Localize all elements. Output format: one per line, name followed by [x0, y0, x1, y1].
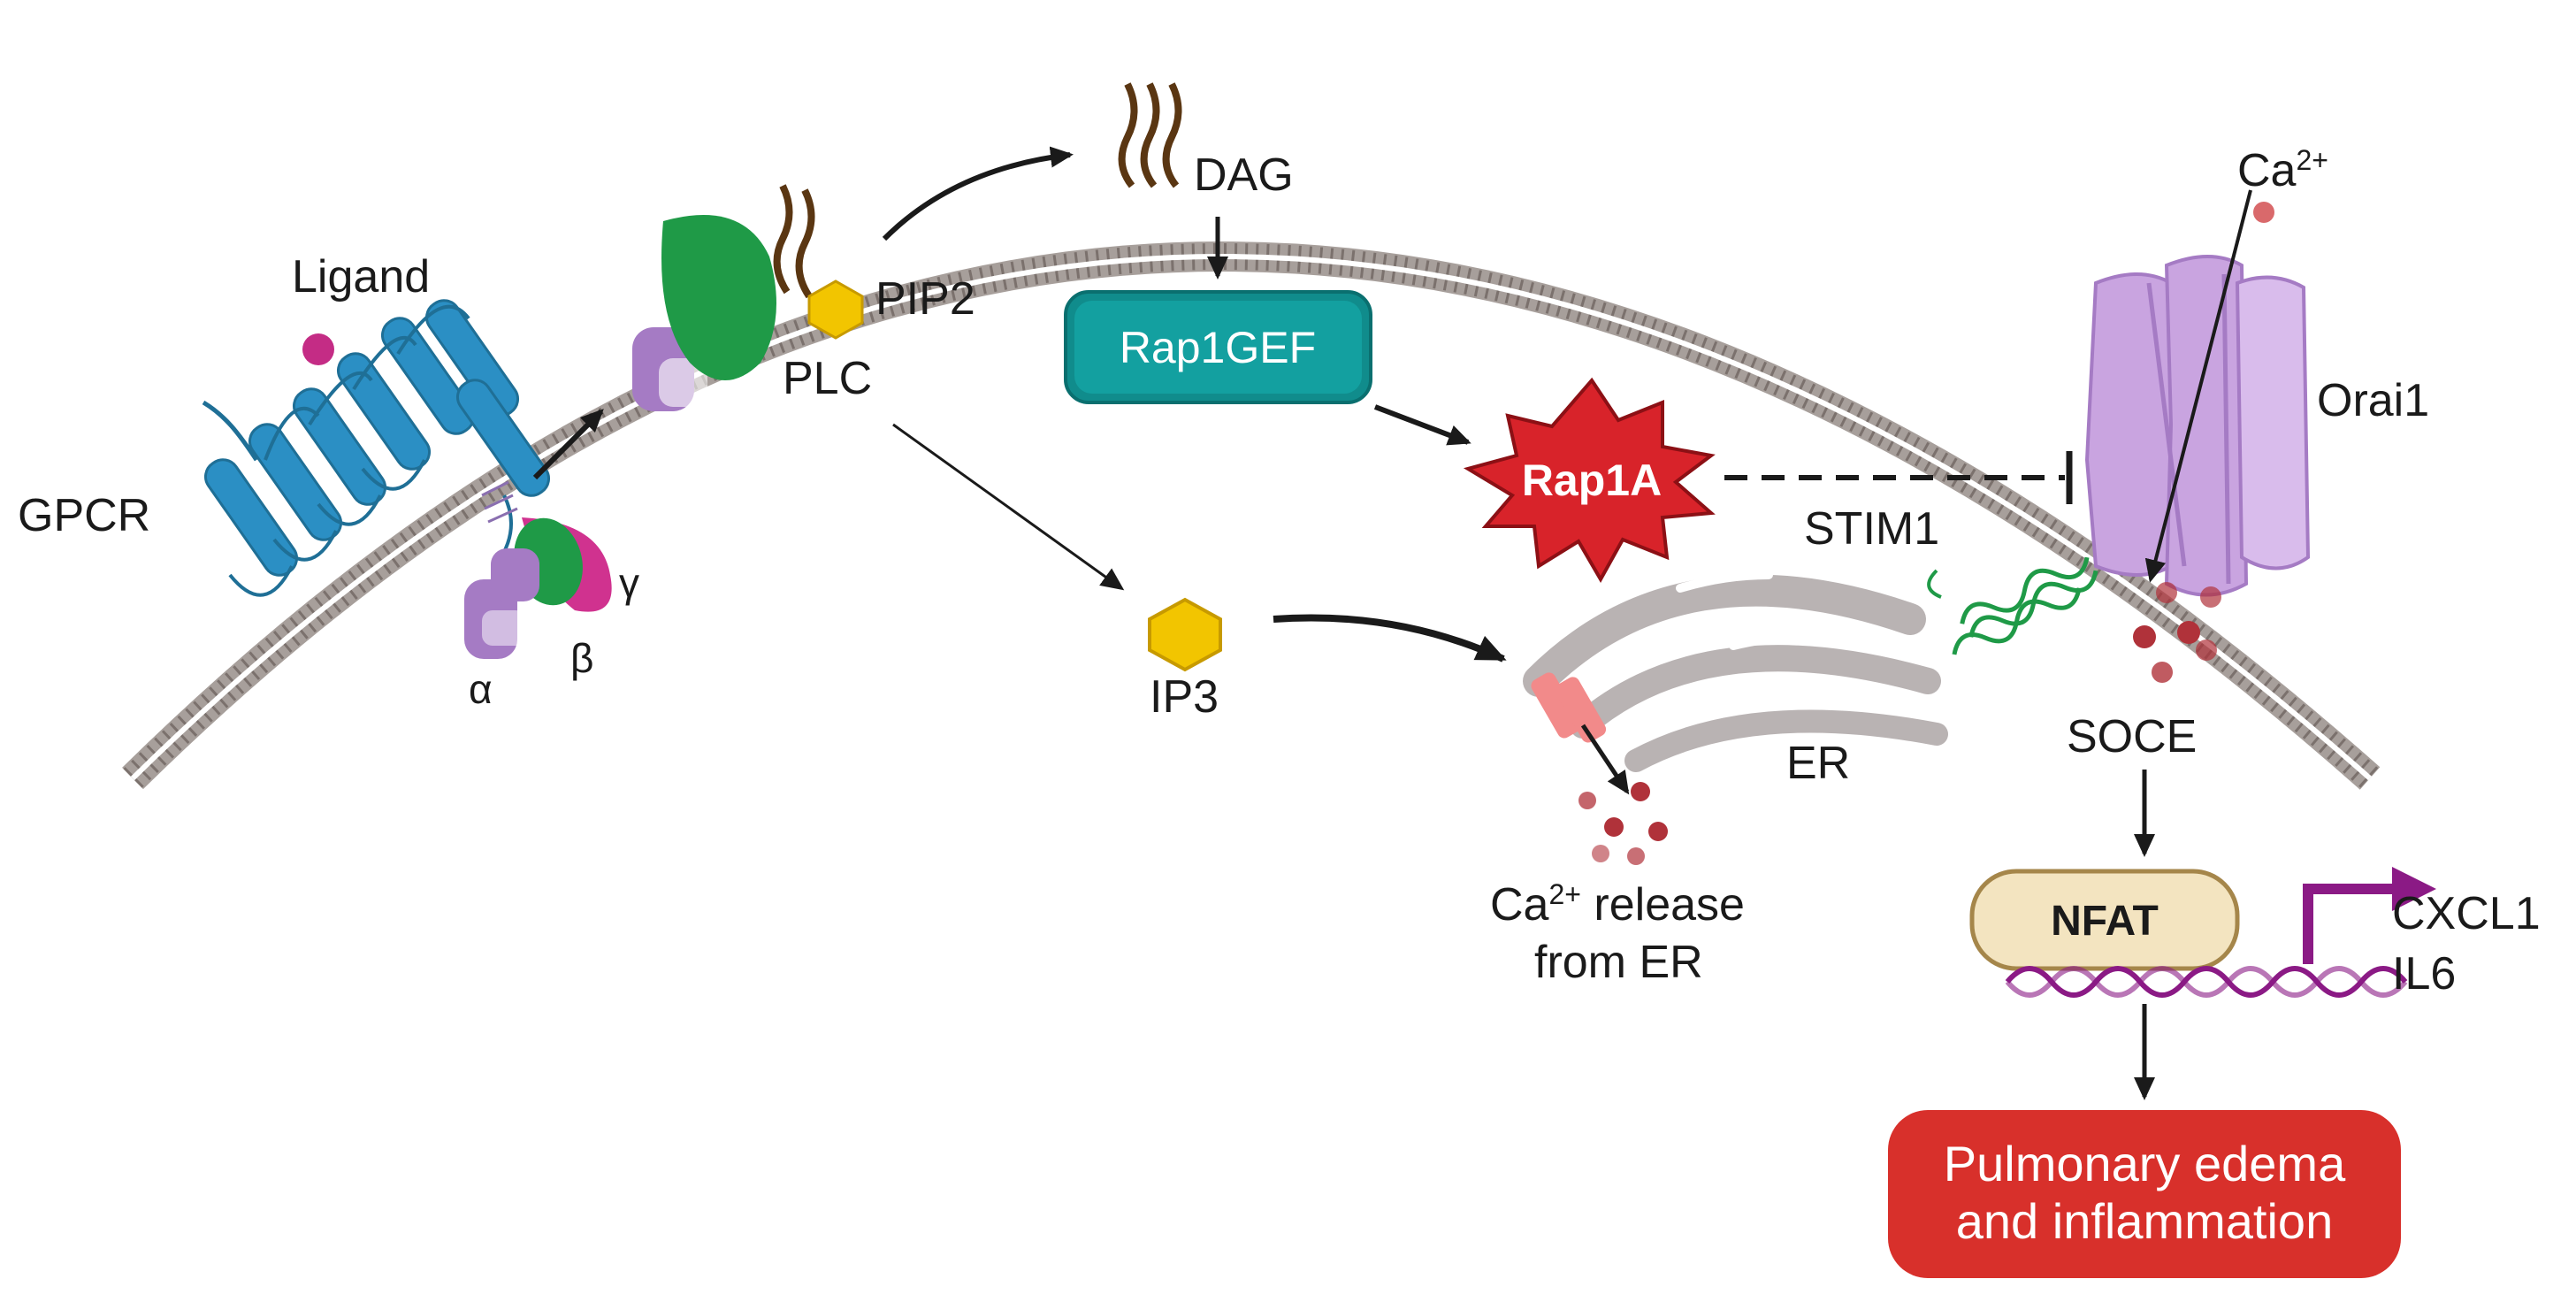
- g-alpha-label: α: [469, 666, 493, 712]
- gpcr-label: GPCR: [18, 490, 150, 541]
- ip3-receptor-channel: [1531, 672, 1607, 743]
- plc-enzyme: [632, 215, 776, 411]
- ca-release-label-line1: Ca2+ release: [1490, 878, 1745, 931]
- plc-label: PLC: [783, 353, 872, 404]
- rap1gef-box: [1064, 290, 1372, 404]
- ligand-molecule: [302, 333, 334, 365]
- arrow-gprotein-to-plc: [532, 409, 604, 480]
- dna-helix: [2005, 966, 2408, 998]
- ca-extracellular-label: Ca2+: [2237, 144, 2328, 196]
- arrow-plc-to-dag: [882, 146, 1074, 241]
- rap1a-label: Rap1A: [1522, 456, 1662, 505]
- nfat-label: NFAT: [2051, 898, 2159, 945]
- ip3-molecule: [1148, 597, 1222, 672]
- er-label: ER: [1786, 738, 1850, 789]
- arrow-rap1gef-to-rap1a: [1373, 404, 1471, 446]
- outcome-line2: and inflammation: [1956, 1193, 2333, 1249]
- stim1-protein: [1927, 556, 2098, 655]
- arrow-ca-entry: [2144, 189, 2252, 583]
- stim1-label: STIM1: [1804, 503, 1939, 555]
- outcome-line1: Pulmonary edema: [1944, 1136, 2346, 1191]
- dag-label: DAG: [1194, 149, 1294, 201]
- g-protein: [464, 480, 612, 659]
- nfat-box: [1969, 869, 2240, 971]
- ligand-label: Ligand: [292, 251, 430, 303]
- g-beta-label: β: [570, 635, 593, 681]
- orai1-channel: [2084, 255, 2311, 597]
- arrow-ip3-to-er: [1273, 614, 1507, 662]
- orai1-label: Orai1: [2317, 375, 2429, 426]
- outcome-box: [1888, 1110, 2401, 1278]
- calcium-ion-extracellular: [2253, 202, 2274, 223]
- calcium-ions-soce: [2133, 582, 2221, 683]
- ca-release-label-line2: from ER: [1534, 937, 1703, 988]
- arrow-er-ca-release: [1580, 724, 1630, 795]
- transcription-start-arrow: [2303, 867, 2436, 964]
- pip2-label: PIP2: [875, 273, 975, 325]
- dag-lipid: [1118, 82, 1182, 188]
- cxcl1-label: CXCL1: [2392, 888, 2541, 939]
- g-gamma-label: γ: [619, 560, 639, 606]
- endoplasmic-reticulum: [1523, 571, 1948, 772]
- il6-label: IL6: [2392, 948, 2456, 999]
- pip2-lipid: [773, 184, 864, 340]
- calcium-ions-er-release: [1578, 782, 1668, 865]
- soce-label: SOCE: [2067, 711, 2197, 762]
- arrow-plc-to-ip3: [892, 423, 1125, 591]
- ip3-label: IP3: [1150, 671, 1219, 723]
- rap1a-starburst: [1463, 377, 1716, 584]
- rap1gef-label: Rap1GEF: [1120, 323, 1316, 372]
- inhibition-rap1a-to-orai1: [1724, 451, 2073, 504]
